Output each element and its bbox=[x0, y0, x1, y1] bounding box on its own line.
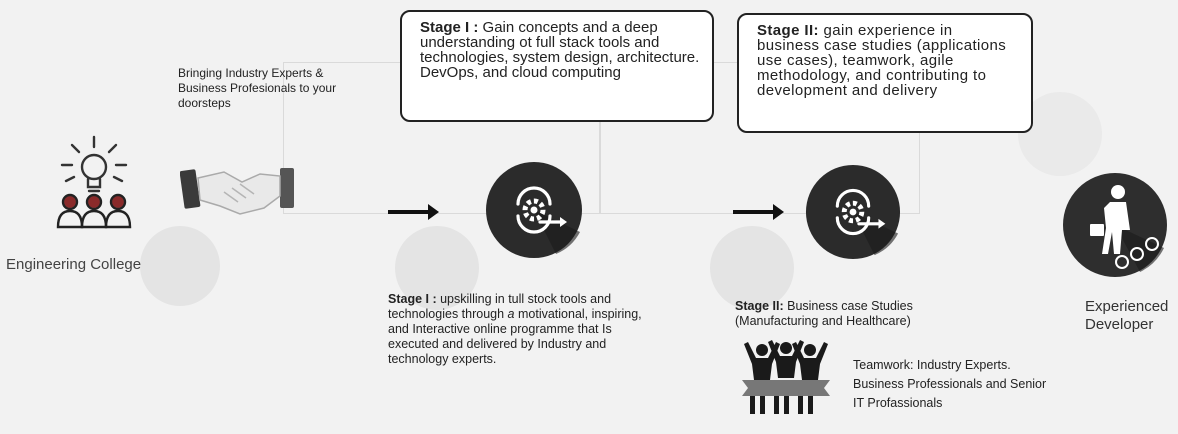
ghost-circle-2 bbox=[395, 226, 479, 310]
ghost-circle-3 bbox=[710, 226, 794, 310]
stage-1-box-text: Gain concepts and a deep understanding o… bbox=[420, 19, 700, 81]
engineering-college-label: Engineering College bbox=[6, 256, 142, 273]
stage-2-box-label: Stage II: bbox=[757, 22, 819, 39]
stage-1-box: Stage I : Gain concepts and a deep under… bbox=[400, 10, 714, 122]
stage-2-gear-circle-icon bbox=[805, 164, 901, 260]
teamwork-text: Teamwork: Industry Experts. Business Pro… bbox=[853, 358, 1047, 410]
experienced-developer-label: Experienced Developer bbox=[1085, 298, 1169, 333]
stage-1-gear-circle-icon bbox=[486, 162, 582, 258]
stage-1-desc-text-a: upskilling in tull stock tools and techn… bbox=[388, 292, 612, 321]
teamwork-celebration-icon bbox=[742, 340, 830, 414]
stage-2-desc-label: Stage II: bbox=[735, 299, 784, 313]
stage-1-box-label: Stage I : bbox=[420, 19, 479, 36]
stage-1-desc-text-b: motivational, inspiring, and Interactive… bbox=[388, 307, 642, 366]
bringing-experts-text: Bringing Industry Experts & Business Pro… bbox=[178, 66, 337, 110]
stage-2-description: Stage II: Business case Studies (Manufac… bbox=[735, 299, 985, 329]
experienced-developer-icon bbox=[1063, 173, 1167, 277]
stage-1-desc-italic: a bbox=[507, 307, 515, 321]
stage-2-box: Stage II: gain experience in business ca… bbox=[737, 13, 1033, 133]
stage-1-description: Stage I : upskilling in tull stock tools… bbox=[388, 292, 653, 367]
idea-team-icon bbox=[56, 135, 132, 229]
arrow-2 bbox=[733, 204, 784, 220]
arrow-1 bbox=[388, 204, 439, 220]
stage-2-desc-text: Business case Studies (Manufacturing and… bbox=[735, 299, 913, 328]
handshake-icon bbox=[180, 168, 294, 215]
stage-2-box-text: gain experience in business case studies… bbox=[757, 22, 1007, 99]
stage-1-desc-label: Stage I : bbox=[388, 292, 437, 306]
ghost-circle-1 bbox=[140, 226, 220, 306]
